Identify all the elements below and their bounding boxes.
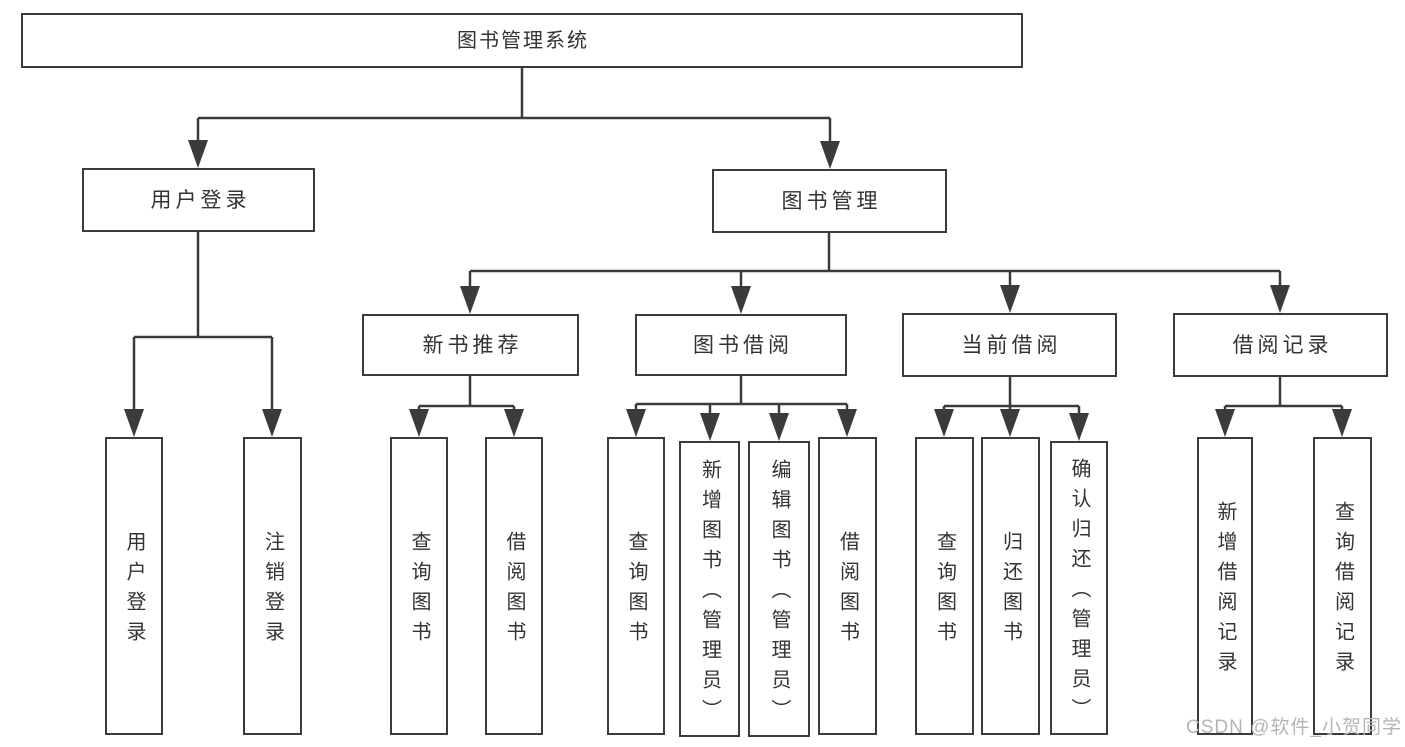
arrow-icon — [934, 409, 954, 437]
arrow-icon — [626, 409, 646, 437]
node-root: 图书管理系统 — [21, 13, 1023, 68]
node-book-management: 图书管理 — [712, 169, 947, 233]
node-leaf-return-books: 归还图书 — [981, 437, 1040, 735]
edge-user-login-children — [132, 232, 274, 412]
edge-borrow-records-children — [1223, 377, 1344, 412]
edge-book-borrow-children — [634, 376, 849, 416]
arrow-icon — [700, 413, 720, 441]
edge-root-to-level2 — [196, 68, 832, 143]
node-book-borrowing: 图书借阅 — [635, 314, 847, 376]
arrow-icon — [262, 409, 282, 437]
arrow-icon — [504, 409, 524, 437]
edge-book-management-children — [468, 233, 1282, 289]
node-borrowing-records: 借阅记录 — [1173, 313, 1388, 377]
arrow-icon — [1270, 285, 1290, 313]
arrowheads — [124, 140, 1352, 441]
arrow-icon — [820, 141, 840, 169]
arrow-icon — [1000, 285, 1020, 313]
arrow-icon — [837, 409, 857, 437]
node-new-book-recommend: 新书推荐 — [362, 314, 579, 376]
node-leaf-query-books-3: 查询图书 — [915, 437, 974, 735]
arrow-icon — [769, 413, 789, 441]
arrow-icon — [731, 286, 751, 314]
node-user-login: 用户登录 — [82, 168, 315, 232]
arrow-icon — [409, 409, 429, 437]
node-leaf-borrow-books-1: 借阅图书 — [485, 437, 543, 735]
arrow-icon — [1215, 409, 1235, 437]
node-leaf-add-books-admin: 新增图书（管理员） — [679, 441, 740, 737]
arrow-icon — [188, 140, 208, 168]
arrow-icon — [1069, 413, 1089, 441]
node-leaf-logout-login: 注销登录 — [243, 437, 302, 735]
csdn-watermark: CSDN @软件_小贺同学 — [1186, 717, 1402, 738]
node-leaf-add-borrow-record: 新增借阅记录 — [1197, 437, 1253, 735]
arrow-icon — [460, 286, 480, 314]
edge-new-book-children — [417, 376, 516, 412]
node-leaf-borrow-books-2: 借阅图书 — [818, 437, 877, 735]
node-leaf-query-borrow-record: 查询借阅记录 — [1313, 437, 1372, 735]
node-leaf-edit-books-admin: 编辑图书（管理员） — [748, 441, 810, 737]
node-leaf-query-books-1: 查询图书 — [390, 437, 448, 735]
node-leaf-confirm-return-admin: 确认归还（管理员） — [1050, 441, 1108, 735]
arrow-icon — [1000, 409, 1020, 437]
node-leaf-query-books-2: 查询图书 — [607, 437, 665, 735]
node-current-borrowing: 当前借阅 — [902, 313, 1117, 377]
connector-lines — [132, 68, 1344, 416]
arrow-icon — [1332, 409, 1352, 437]
arrow-icon — [124, 409, 144, 437]
node-leaf-user-login: 用户登录 — [105, 437, 163, 735]
